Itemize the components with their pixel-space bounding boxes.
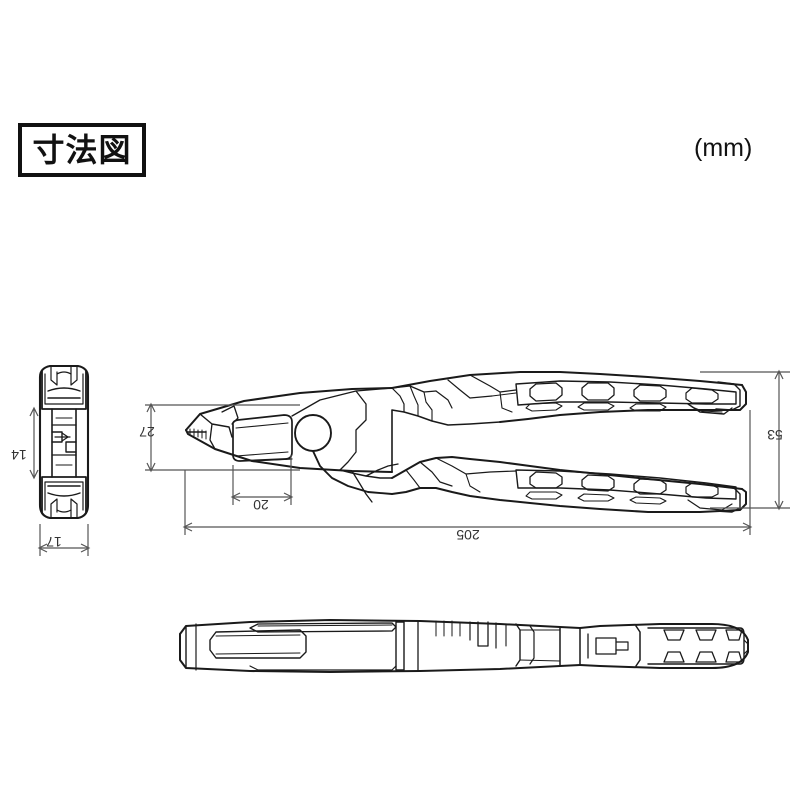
dimension-lines (29, 369, 790, 556)
side-view-lower-handle (391, 456, 747, 513)
unit-note-label: (mm) (694, 134, 753, 162)
plan-view-outline (179, 619, 749, 673)
title-box-label: 寸法図 (32, 131, 132, 169)
title-box: 寸法図 (18, 123, 146, 177)
end-view-outline (38, 364, 90, 520)
side-view-upper-jaw (185, 387, 393, 473)
dimension-label-head-width: 17 (46, 534, 62, 550)
dimension-label-head-thickness: 14 (11, 447, 27, 463)
dimension-label-overall-height: 53 (767, 427, 783, 443)
side-view-upper-handle (391, 371, 747, 473)
side-view-lower-jaw (312, 450, 399, 503)
dimension-label-overall-length: 205 (456, 527, 480, 543)
dimension-label-jaw-height: 27 (139, 424, 155, 440)
dimension-label-jaw-length: 20 (253, 497, 269, 513)
